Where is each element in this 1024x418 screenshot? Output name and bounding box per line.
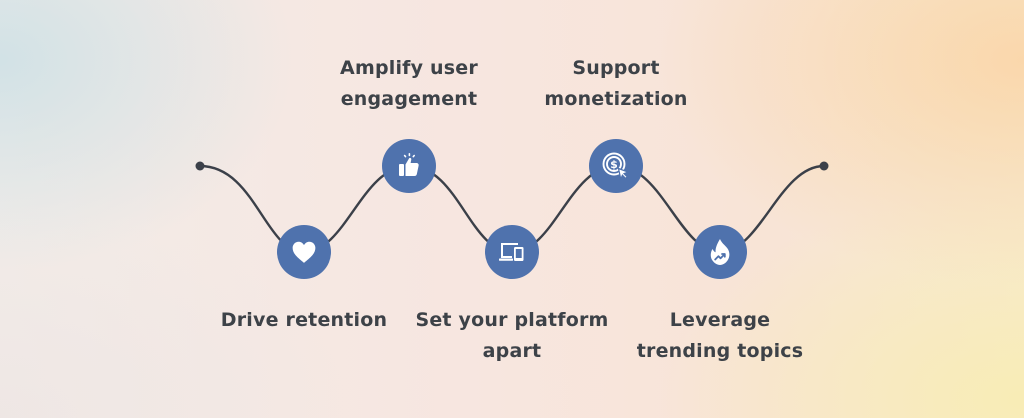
step-label-support-monetization: Support monetization (506, 53, 726, 115)
step-label-line: trending topics (636, 340, 804, 362)
svg-text:$: $ (610, 158, 618, 171)
step-label-line: Set your platform (415, 309, 609, 331)
step-node-leverage-trending (693, 225, 747, 279)
step-label-line: Drive retention (220, 309, 388, 331)
flame-trend-icon (710, 239, 730, 265)
step-label-line: Leverage (669, 309, 771, 331)
thumbs-up-icon (399, 153, 419, 176)
step-label-leverage-trending: Leverage trending topics (610, 305, 830, 367)
heart-icon (292, 241, 316, 263)
step-node-amplify-engagement (382, 139, 436, 193)
step-label-line: engagement (340, 88, 478, 110)
step-label-set-platform-apart: Set your platform apart (402, 305, 622, 367)
step-label-line: apart (482, 340, 542, 362)
step-label-line: Amplify user (340, 57, 478, 79)
step-label-drive-retention: Drive retention (194, 305, 414, 336)
step-label-line: Support (572, 57, 660, 79)
step-node-drive-retention (277, 225, 331, 279)
dollar-coin-cursor-icon: $ (602, 152, 630, 181)
step-node-set-platform-apart (485, 225, 539, 279)
wave-start-dot (195, 161, 205, 171)
devices-icon (499, 243, 524, 261)
step-label-line: monetization (544, 88, 688, 110)
step-node-support-monetization: $ (589, 139, 643, 193)
step-label-amplify-engagement: Amplify user engagement (299, 53, 519, 115)
wave-end-dot (819, 161, 829, 171)
